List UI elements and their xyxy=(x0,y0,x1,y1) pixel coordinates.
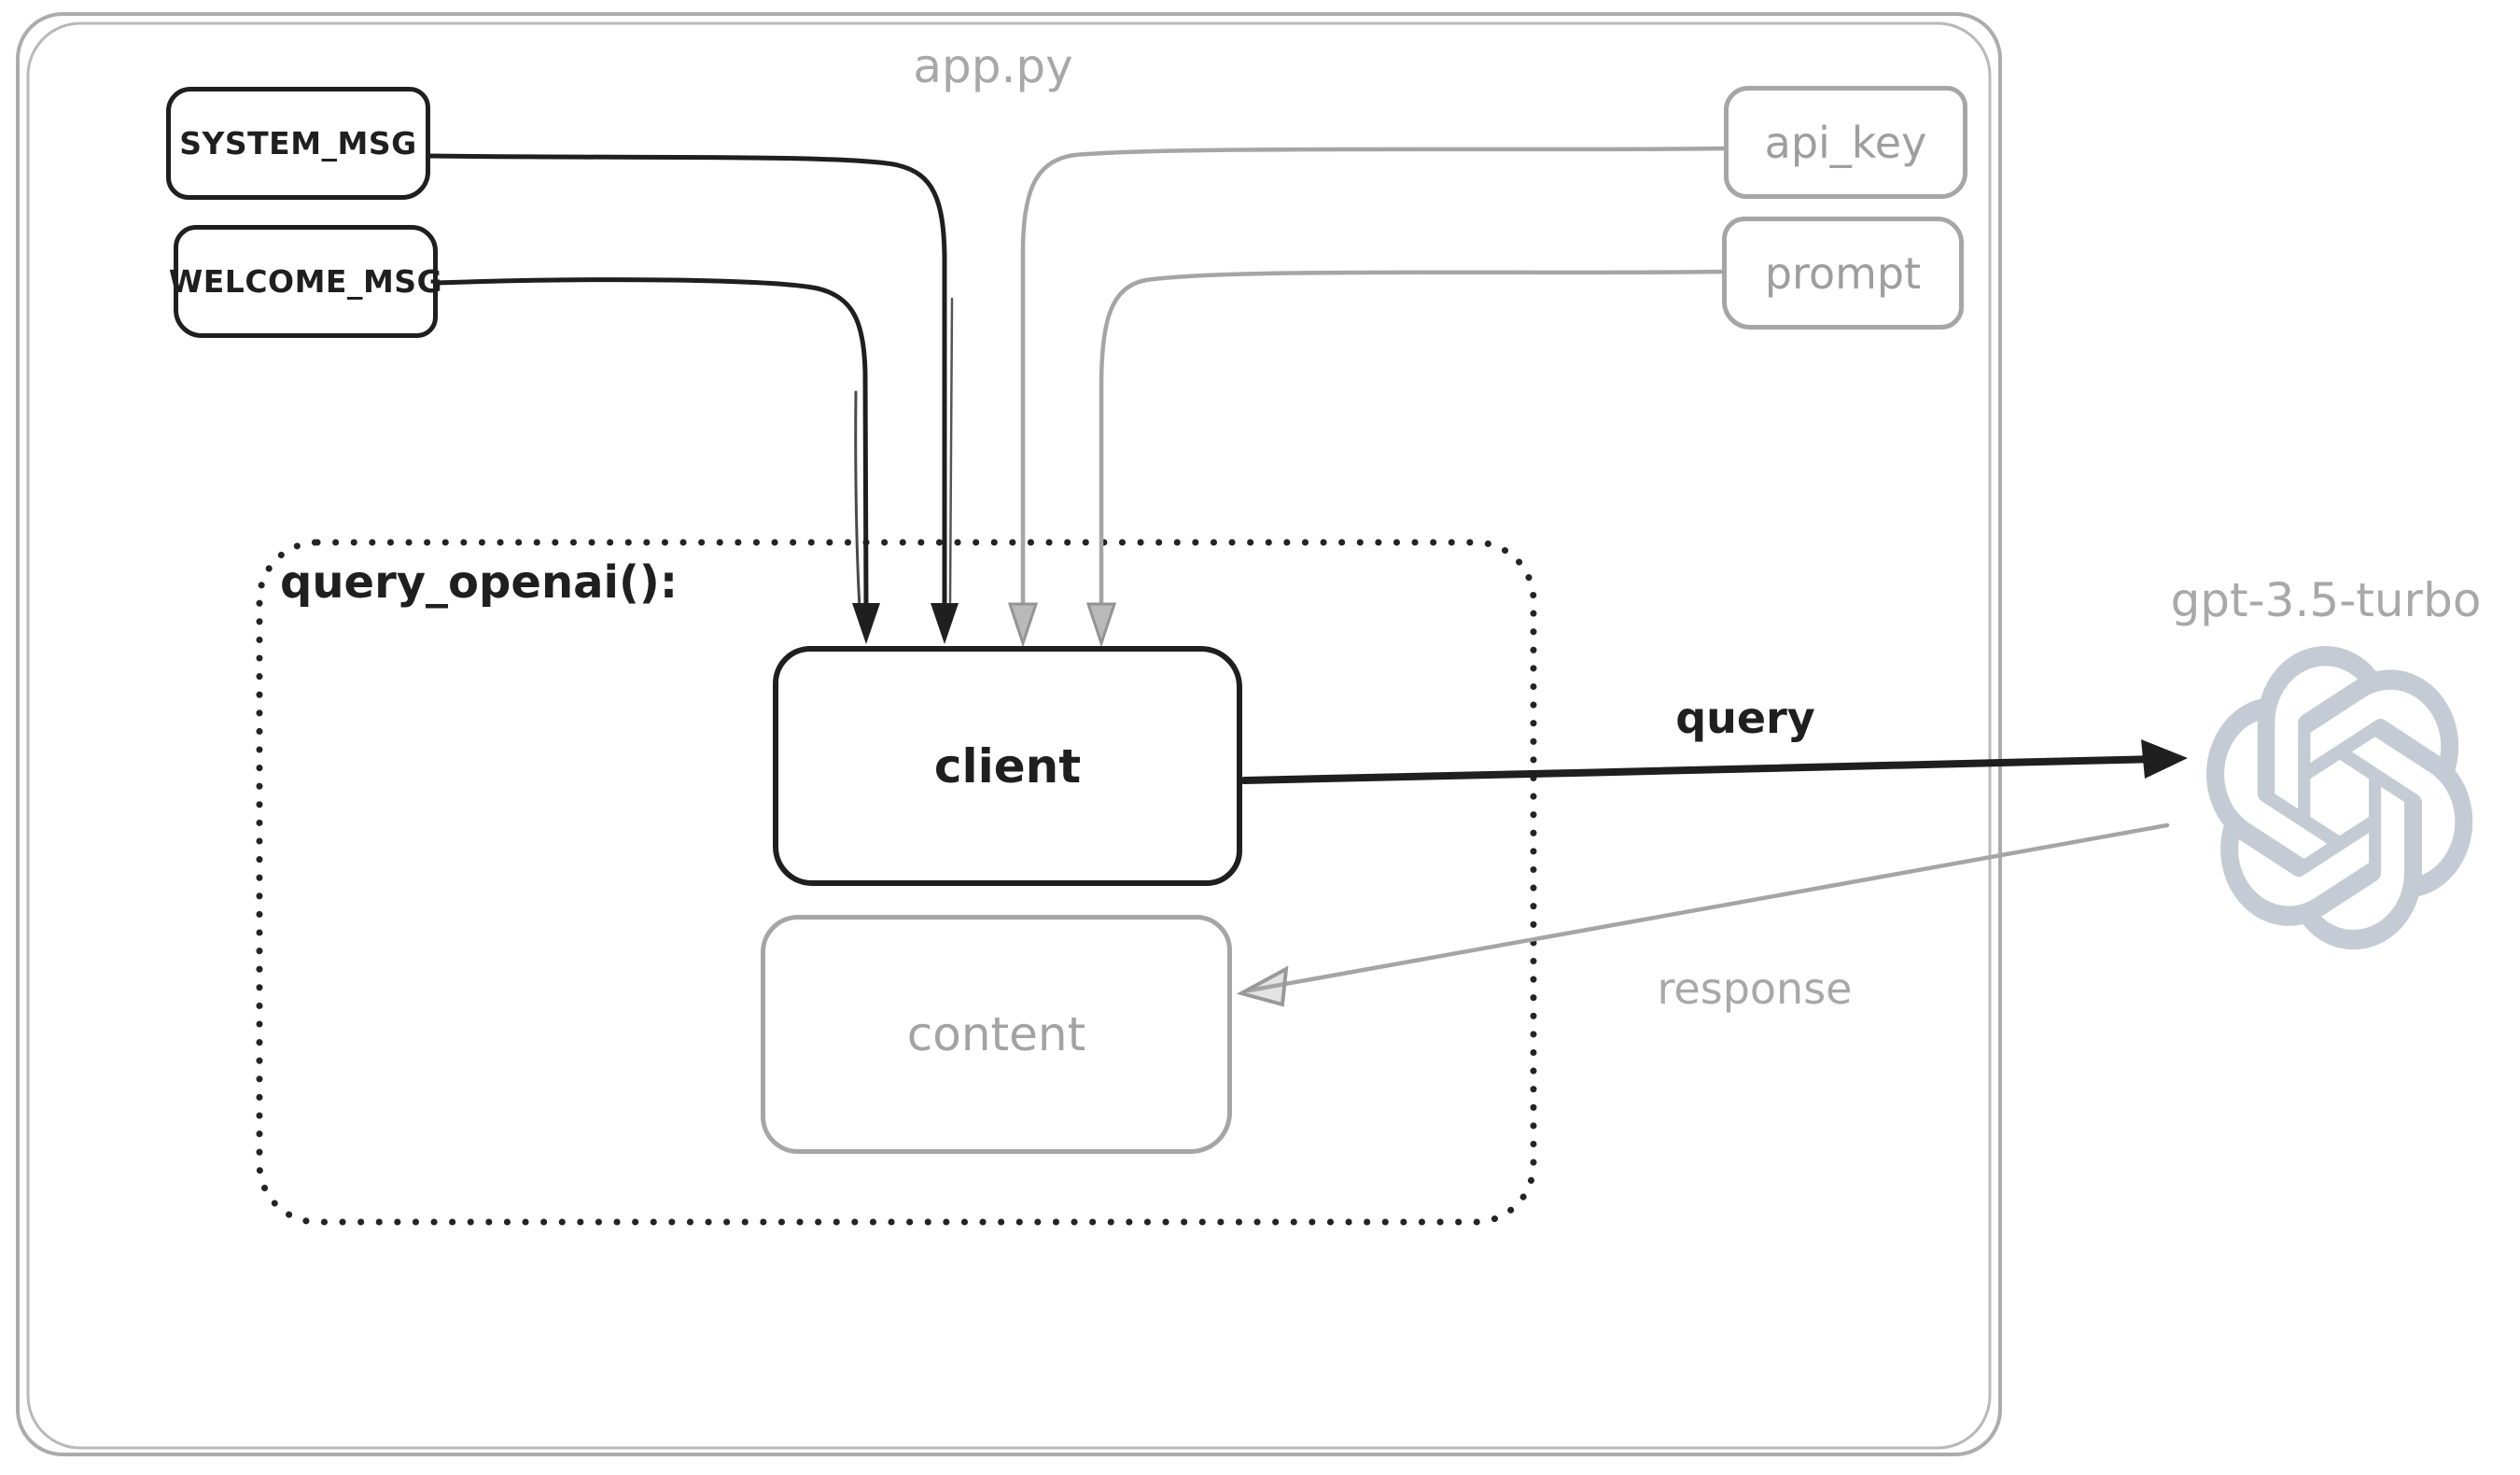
node-welcome-msg-label: WELCOME_MSG xyxy=(168,263,443,300)
app-container-outline xyxy=(16,12,2002,1456)
arrowhead-prompt xyxy=(1085,602,1117,648)
arrowhead-welcome-msg xyxy=(852,603,880,644)
arrow-query-to-model xyxy=(1240,755,2162,784)
arrow-welcome-msg-sketch-pass xyxy=(854,390,861,609)
arrowhead-api-key xyxy=(1007,602,1039,648)
node-client: client xyxy=(773,646,1242,886)
node-welcome-msg: WELCOME_MSG xyxy=(169,225,442,338)
node-content-label: content xyxy=(906,1007,1086,1061)
arrow-api-key-to-client xyxy=(1020,146,1726,611)
openai-logo-icon xyxy=(2205,646,2473,950)
node-prompt-label: prompt xyxy=(1764,247,1922,299)
node-system-msg-label: SYSTEM_MSG xyxy=(179,125,417,162)
arrow-system-msg-sketch-pass xyxy=(948,297,954,604)
function-title: query_openai(): xyxy=(280,556,679,609)
arrow-welcome-msg-to-client xyxy=(433,277,869,611)
file-title: app.py xyxy=(913,39,1073,93)
arrowhead-response xyxy=(1236,965,1289,1007)
node-api-key-label: api_key xyxy=(1764,117,1927,168)
node-prompt: prompt xyxy=(1722,217,1964,330)
edge-label-query: query xyxy=(1675,693,1815,743)
node-system-msg: SYSTEM_MSG xyxy=(166,87,430,200)
arrowhead-query xyxy=(2141,739,2188,779)
arrow-response-to-content xyxy=(1246,822,2170,993)
arrow-system-msg-to-client xyxy=(426,153,947,611)
app-container-outline-second-pass xyxy=(26,21,1992,1450)
arrowhead-system-msg xyxy=(931,603,959,644)
node-api-key: api_key xyxy=(1724,86,1967,199)
edge-label-response: response xyxy=(1657,963,1853,1014)
node-content: content xyxy=(761,915,1232,1154)
node-client-label: client xyxy=(933,738,1082,794)
model-title: gpt-3.5-turbo xyxy=(2170,573,2482,627)
arrow-prompt-to-client xyxy=(1099,269,1724,611)
